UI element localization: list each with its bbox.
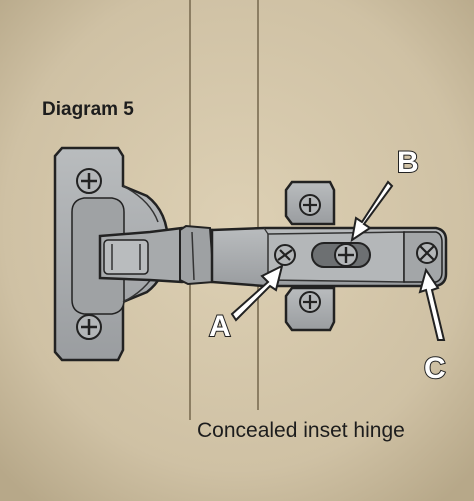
callout-label-b: B: [397, 146, 419, 179]
callout-label-a: A: [209, 310, 231, 343]
screw-icon: [299, 291, 321, 313]
callout-arrow-c: [418, 267, 446, 341]
callout-arrow-b: [350, 180, 394, 243]
callout-label-c: C: [424, 352, 446, 385]
diagram-caption: Concealed inset hinge: [197, 419, 405, 442]
hinge-knuckle: [98, 224, 218, 286]
screw-icon: [299, 194, 321, 216]
screw-icon: [274, 244, 296, 266]
callout-arrow-a: [230, 264, 284, 322]
diagram-title: Diagram 5: [42, 99, 134, 120]
screw-icon: [334, 243, 358, 267]
screw-icon: [76, 168, 102, 194]
screw-icon: [76, 314, 102, 340]
screw-icon: [416, 242, 438, 264]
